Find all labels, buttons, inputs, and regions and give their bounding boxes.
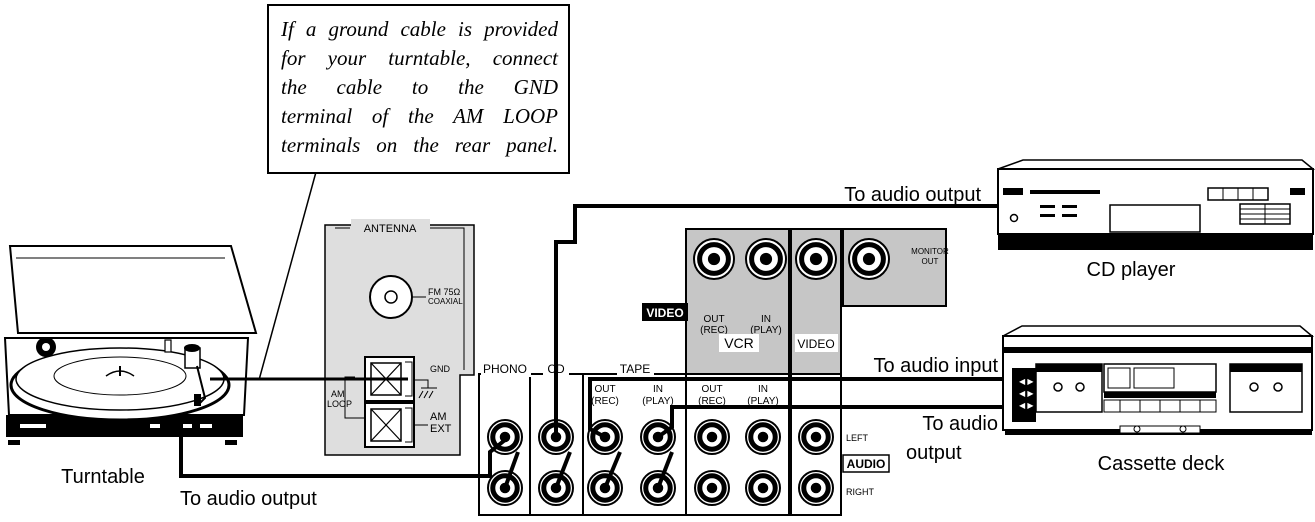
tape-in-label: IN <box>653 384 663 395</box>
fm-label: FM 75Ω <box>428 287 461 297</box>
fm-coaxial-label: COAXIAL <box>428 297 463 306</box>
cd-left-jack <box>538 419 574 455</box>
phono-label: PHONO <box>483 362 527 376</box>
vcr-video-out-jack <box>693 238 735 280</box>
svg-text:◀ ▶: ◀ ▶ <box>1019 377 1034 386</box>
note-line: terminals on the rear panel. <box>281 133 558 157</box>
cd-right-cable <box>554 451 572 489</box>
vcr-audio-in-right-jack <box>745 470 781 506</box>
tape-input-label: To audio input <box>873 355 998 377</box>
tape-in-cable <box>588 377 1003 439</box>
video-audio-left-jack <box>798 419 834 455</box>
vcr-audio-out-left-jack <box>694 419 730 455</box>
note-line: the cable to the GND <box>281 75 558 99</box>
vcr-in-sub-label: (PLAY) <box>750 325 782 336</box>
vcr-audio-out-sub-label: (REC) <box>698 396 726 407</box>
note-callout-line <box>258 171 317 381</box>
vcr-video-in-jack <box>745 238 787 280</box>
cd-player <box>997 159 1315 250</box>
cd-player-display <box>1109 204 1201 233</box>
am-ext-label: AM <box>430 411 447 423</box>
am-ext-sub-label: EXT <box>430 423 452 435</box>
cassette-deck-label: Cassette deck <box>1098 453 1226 475</box>
phono-right-cable <box>503 451 520 489</box>
tape-out-sub-label: (REC) <box>591 396 619 407</box>
cd-player-cable <box>554 204 998 436</box>
tape-in-sub-label: (PLAY) <box>642 396 674 407</box>
svg-text:◀ ▶: ◀ ▶ <box>1019 401 1034 410</box>
vcr-audio-in-label: IN <box>758 384 768 395</box>
note-line: If a ground cable is provided <box>281 17 558 41</box>
video-badge: VIDEO <box>642 303 688 321</box>
audio-badge: AUDIO <box>842 454 890 473</box>
turntable-output-label: To audio output <box>180 488 317 510</box>
svg-text:◀ ▶: ◀ ▶ <box>1019 389 1034 398</box>
audio-badge-label: AUDIO <box>847 457 886 471</box>
vcr-audio-out-right-jack <box>694 470 730 506</box>
antenna-panel: ANTENNA FM 75Ω COAXIAL AM LOOP GND AM EX… <box>324 219 475 456</box>
right-channel-label: RIGHT <box>846 487 875 497</box>
video-audio-right-jack <box>798 470 834 506</box>
vcr-out-sub-label: (REC) <box>700 325 728 336</box>
turntable <box>3 245 258 445</box>
video-in-jack <box>795 238 837 280</box>
vcr-audio-in-left-jack <box>745 419 781 455</box>
tape-in-right-cable <box>656 451 674 489</box>
tape-out-right-cable <box>603 451 622 489</box>
am-loop-sub-label: LOOP <box>327 399 352 409</box>
jack-group <box>487 238 890 506</box>
video-badge-label: VIDEO <box>646 306 683 320</box>
vcr-audio-in-sub-label: (PLAY) <box>747 396 779 407</box>
tape-output-label-line2: output <box>906 442 962 464</box>
cd-output-label: To audio output <box>844 184 981 206</box>
cables <box>179 171 1003 489</box>
tape-out-cable <box>656 405 1003 439</box>
vcr-audio-out-label: OUT <box>701 384 722 395</box>
tape-label: TAPE <box>620 362 650 376</box>
am-loop-label: AM <box>331 389 345 399</box>
tape-out-label: OUT <box>594 384 615 395</box>
vcr-label: VCR <box>724 335 754 351</box>
tape-output-label-line1: To audio <box>922 413 998 435</box>
cd-player-label: CD player <box>1087 259 1176 281</box>
turntable-dust-cover <box>8 245 258 334</box>
monitor-out-label: MONITOR <box>911 247 949 256</box>
monitor-out-jack <box>848 238 890 280</box>
vcr-in-label: IN <box>761 314 771 325</box>
video-label: VIDEO <box>797 337 834 351</box>
left-channel-label: LEFT <box>846 433 869 443</box>
gnd-label: GND <box>430 364 451 374</box>
note-line: terminal of the AM LOOP <box>281 104 558 128</box>
ground-cable-note: If a ground cable is provided for your t… <box>267 4 570 174</box>
cassette-deck: ◀ ▶ ◀ ▶ ◀ ▶ <box>1002 325 1315 435</box>
turntable-cable <box>179 416 507 478</box>
monitor-out-sub-label: OUT <box>922 257 939 266</box>
note-line: for your turntable, connect <box>281 46 558 70</box>
turntable-label: Turntable <box>61 466 145 488</box>
antenna-label: ANTENNA <box>364 223 417 235</box>
vcr-out-label: OUT <box>703 314 724 325</box>
